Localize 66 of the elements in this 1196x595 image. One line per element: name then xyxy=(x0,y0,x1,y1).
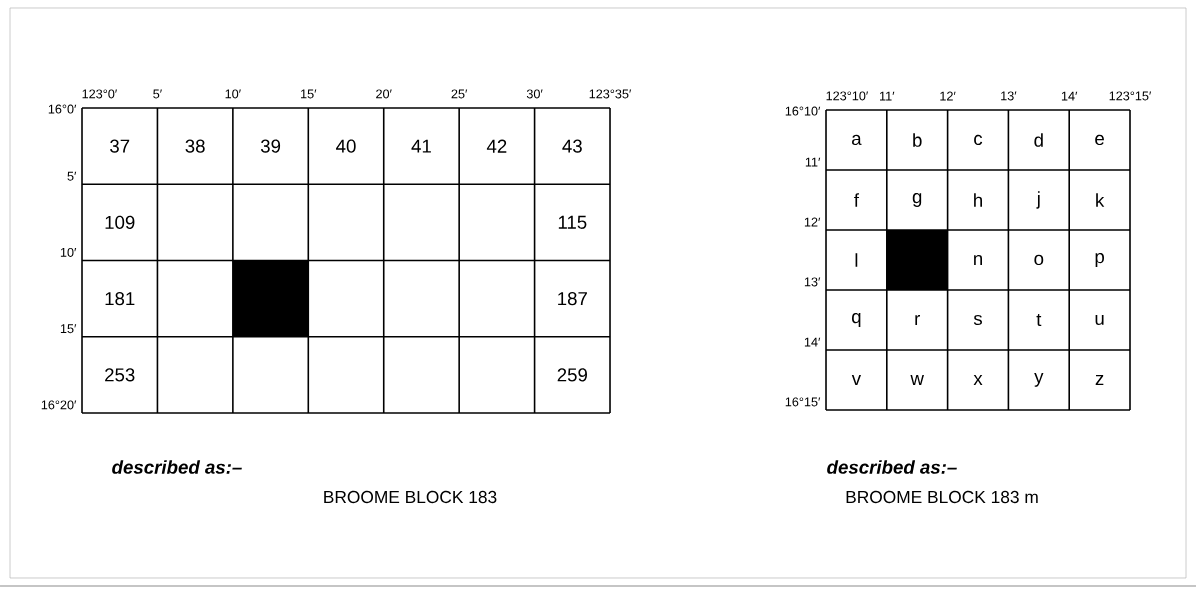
latitude-label: 16°20′ xyxy=(41,400,77,410)
longitude-label: 123°15′ xyxy=(1109,91,1152,101)
longitude-label: 10′ xyxy=(225,89,241,99)
longitude-label: 14′ xyxy=(1061,91,1078,101)
block-number: t xyxy=(1036,313,1042,327)
block-number: 37 xyxy=(110,139,130,153)
longitude-label: 12′ xyxy=(940,91,956,101)
block-number: 43 xyxy=(562,139,582,153)
longitude-label: 11′ xyxy=(880,91,895,101)
block-number: n xyxy=(974,254,982,265)
block-number: a xyxy=(852,134,862,146)
longitude-label: 30′ xyxy=(526,89,543,99)
longitude-label: 123°35′ xyxy=(589,89,632,99)
longitude-label: 15′ xyxy=(301,89,317,99)
block-number: h xyxy=(974,193,982,207)
longitude-label: 20′ xyxy=(376,89,392,99)
block-number: q xyxy=(852,313,861,327)
block-number: w xyxy=(910,375,924,385)
block-number: x xyxy=(973,375,983,385)
block-number: k xyxy=(1096,193,1105,207)
block-number: r xyxy=(915,314,920,325)
longitude-label: 5′ xyxy=(153,89,162,99)
block-number: g xyxy=(912,193,922,207)
caption-text: described as:– xyxy=(827,460,957,474)
latitude-label: 16°10′ xyxy=(785,106,821,116)
block-number: 41 xyxy=(411,139,431,153)
block-number: 38 xyxy=(185,139,205,153)
latitude-label: 14′ xyxy=(804,337,821,347)
longitude-label: 25′ xyxy=(451,89,468,99)
latitude-label: 12′ xyxy=(804,217,821,227)
latitude-label: 16°0′ xyxy=(48,104,77,114)
block-number: p xyxy=(1095,253,1104,267)
block-number: e xyxy=(1095,134,1104,146)
block-number: v xyxy=(851,375,861,385)
longitude-label: 123°10′ xyxy=(826,91,868,101)
block-number: y xyxy=(1034,373,1044,387)
latitude-label: 15′ xyxy=(60,324,77,334)
block-number: u xyxy=(1095,314,1104,325)
block-number: d xyxy=(1034,133,1043,147)
block-name: BROOME BLOCK 183 xyxy=(324,490,497,504)
block-number: c xyxy=(974,134,983,146)
block-number: 39 xyxy=(260,139,281,153)
block-number: 109 xyxy=(105,215,135,229)
latitude-label: 13′ xyxy=(804,277,821,287)
latitude-label: 16°15′ xyxy=(785,397,821,407)
block-number: z xyxy=(1095,375,1104,385)
latitude-label: 11′ xyxy=(805,157,821,167)
block-name: BROOME BLOCK 183 m xyxy=(846,490,1038,504)
block-number: 187 xyxy=(558,292,587,306)
block-number: j xyxy=(1036,191,1040,209)
longitude-label: 13′ xyxy=(1001,91,1017,101)
block-number: 42 xyxy=(486,139,507,153)
block-number: 259 xyxy=(557,368,587,382)
latitude-label: 5′ xyxy=(67,171,77,181)
block-number: f xyxy=(854,193,859,207)
latitude-label: 10′ xyxy=(60,247,77,257)
block-number: s xyxy=(973,314,982,326)
block-number: 40 xyxy=(336,139,356,153)
block-number: 181 xyxy=(105,292,135,306)
block-number: 115 xyxy=(558,215,587,229)
block-number: b xyxy=(913,133,922,147)
block-number: l xyxy=(855,253,858,267)
longitude-label: 123°0′ xyxy=(82,89,117,99)
caption-text: described as:– xyxy=(112,460,242,474)
block-number: 253 xyxy=(105,368,135,382)
block-number: o xyxy=(1034,254,1044,266)
